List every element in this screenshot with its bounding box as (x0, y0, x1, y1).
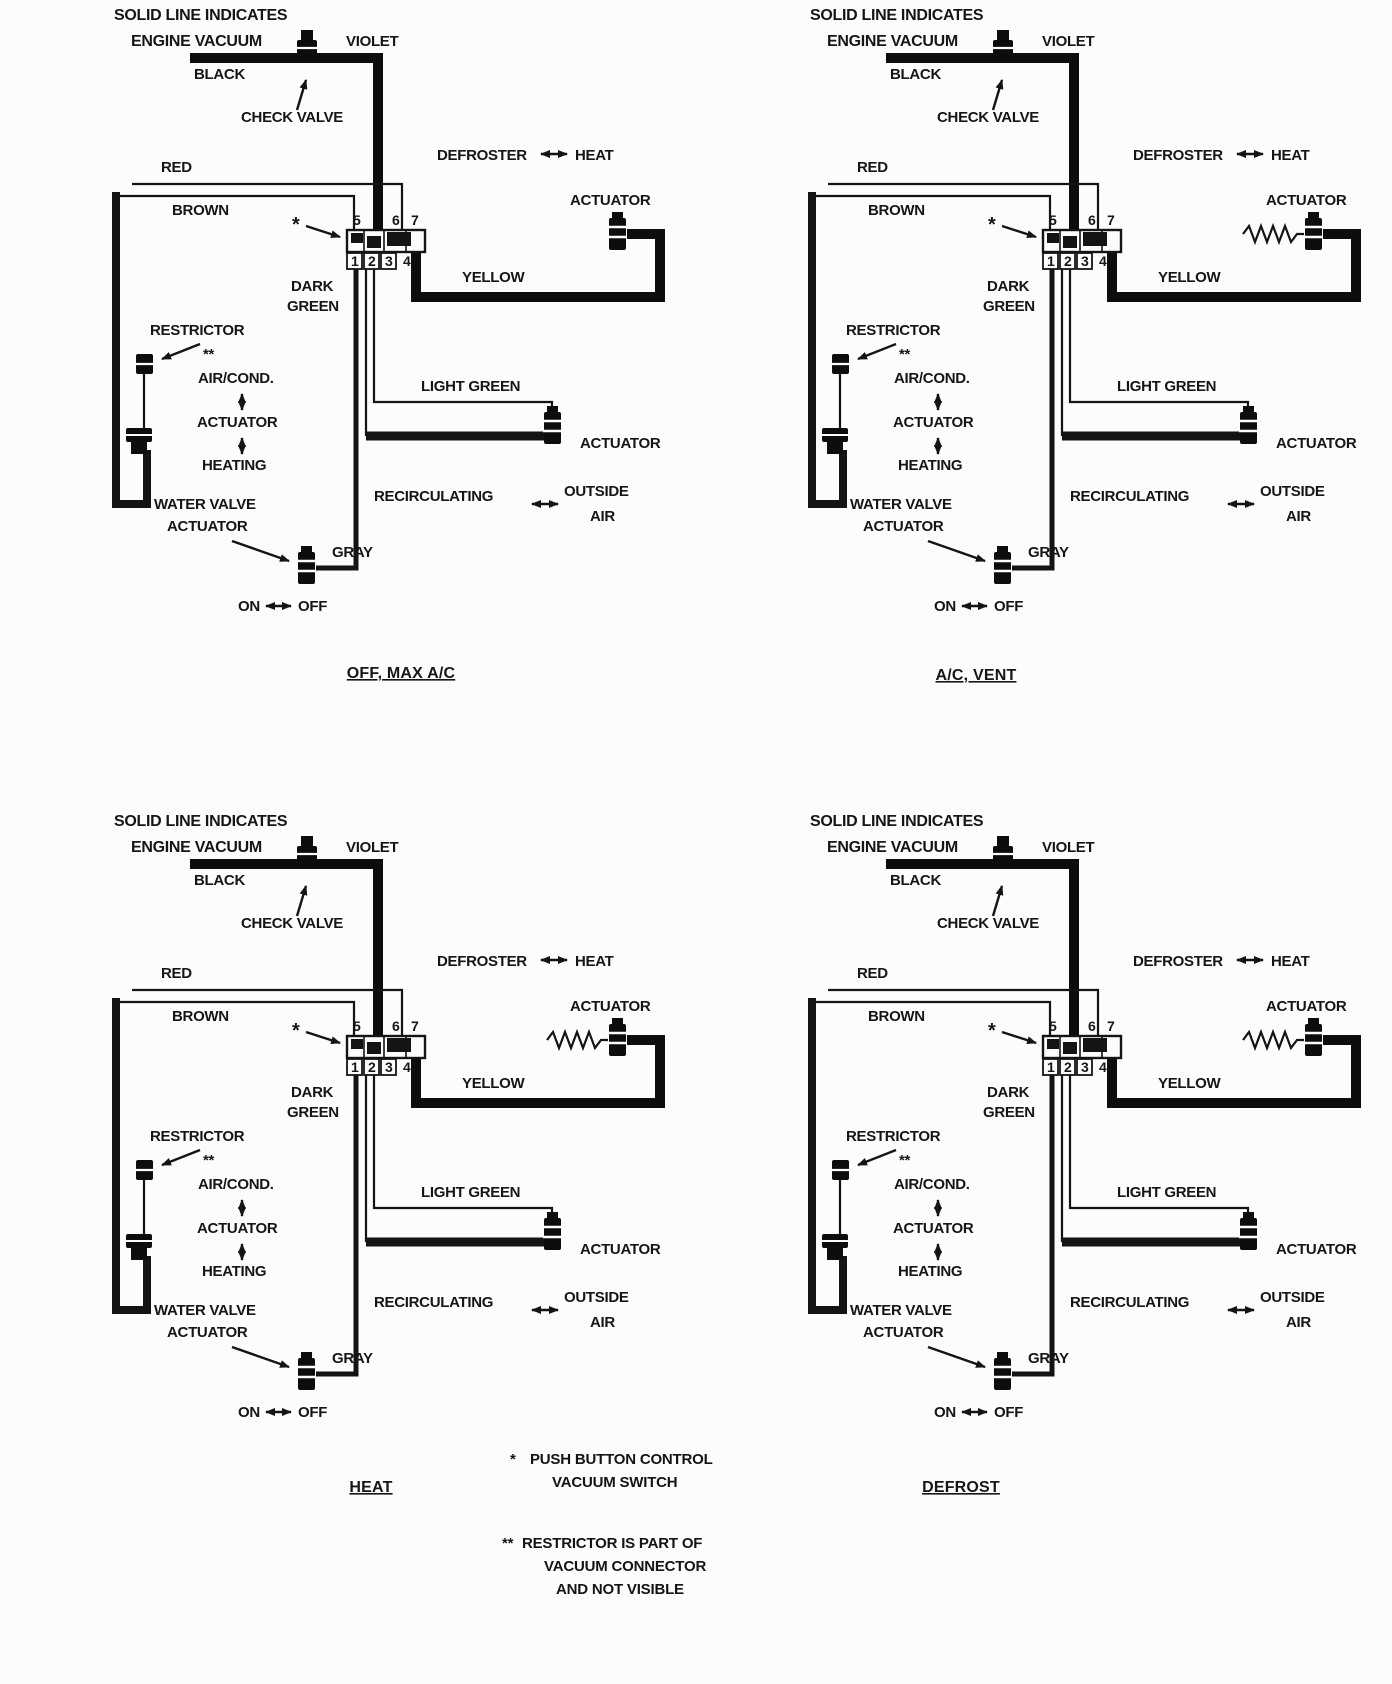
panel-off-max-ac: OFF, MAX A/C (4, 7, 696, 682)
footnote-double-star-line3: AND NOT VISIBLE (556, 1581, 684, 1598)
vent-zigzag (1241, 224, 1306, 244)
diagram-labels (114, 813, 661, 1421)
footnote-star-line2: VACUUM SWITCH (552, 1474, 678, 1491)
footnote-push-button: * PUSH BUTTON CONTROL VACUUM SWITCH (510, 1448, 713, 1494)
panel-heat: HEAT (4, 813, 696, 1496)
footnote-star-marker: * (510, 1451, 516, 1468)
panel-defrost: DEFROST (700, 813, 1392, 1496)
panel-title-off-max-ac: OFF, MAX A/C (347, 665, 456, 682)
panel-title-defrost: DEFROST (922, 1479, 1000, 1496)
diagram-labels (810, 813, 1357, 1421)
vent-zigzag (545, 1030, 610, 1050)
footnote-star-line1: PUSH BUTTON CONTROL (530, 1451, 713, 1468)
footnote-double-star-line2: VACUUM CONNECTOR (544, 1558, 707, 1575)
footnote-restrictor: ** RESTRICTOR IS PART OF VACUUM CONNECTO… (502, 1532, 707, 1601)
footnote-double-star-marker: ** (502, 1535, 514, 1552)
panel-title-ac-vent: A/C, VENT (936, 667, 1017, 684)
diagram-labels (810, 7, 1357, 615)
panel-title-heat: HEAT (349, 1479, 392, 1496)
footnote-double-star-line1: RESTRICTOR IS PART OF (522, 1535, 703, 1552)
panel-ac-vent: A/C, VENT (700, 7, 1392, 684)
diagram-labels (114, 7, 661, 615)
vent-zigzag (1241, 1030, 1306, 1050)
